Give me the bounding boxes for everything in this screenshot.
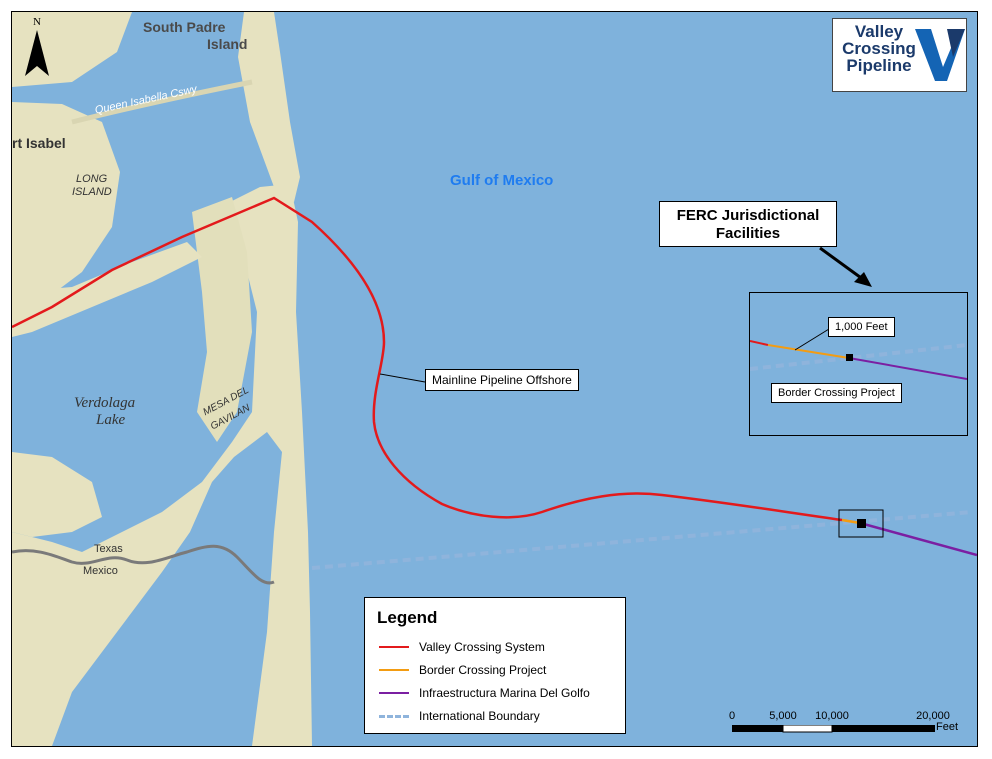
label-verdolaga-1: Verdolaga <box>74 395 136 411</box>
inset-marina-del-golfo <box>848 357 967 380</box>
mainline-leader <box>379 373 426 383</box>
logo-v-mark-icon <box>915 29 965 81</box>
logo-text: Valley Crossing Pipeline <box>841 23 917 74</box>
label-verdolaga-2: Lake <box>96 412 126 428</box>
mainline-callout: Mainline Pipeline Offshore <box>425 369 579 391</box>
inset-boundary <box>750 343 967 371</box>
legend-item-valley-crossing: Valley Crossing System <box>379 639 545 655</box>
legend-label-international-boundary: International Boundary <box>419 709 540 723</box>
inset-crossing-marker <box>846 354 853 361</box>
scale-tick-10000: 10,000 <box>815 710 849 722</box>
legend-label-border-crossing: Border Crossing Project <box>419 663 547 677</box>
valley-crossing-logo: Valley Crossing Pipeline <box>832 18 967 92</box>
label-gulf-of-mexico: Gulf of Mexico <box>450 172 554 189</box>
inset-map-lines <box>750 328 967 380</box>
ferc-line-1: FERC Jurisdictional <box>676 207 820 224</box>
legend-label-valley-crossing: Valley Crossing System <box>419 640 545 654</box>
north-letter: N <box>33 16 41 28</box>
legend-item-international-boundary: International Boundary <box>379 708 540 724</box>
marina-del-golfo-line <box>859 521 977 557</box>
ferc-callout: FERC Jurisdictional Facilities <box>659 201 837 247</box>
land-port-isabel <box>12 102 120 312</box>
ferc-arrow-head <box>854 272 872 287</box>
inset-border-crossing <box>767 344 850 359</box>
logo-line-2: Crossing <box>842 39 916 58</box>
inset-extent-box <box>838 509 884 538</box>
north-arrow-icon <box>25 30 49 76</box>
legend-swatch-valley-crossing <box>379 646 409 648</box>
border-crossing-callout: Border Crossing Project <box>771 383 902 403</box>
land-mesa-del-gavilan <box>192 197 252 442</box>
legend: Legend Valley Crossing System Border Cro… <box>364 597 626 734</box>
land-mexico-sw <box>12 452 102 537</box>
north-arrow: N <box>22 16 52 76</box>
label-texas: Texas <box>94 543 123 555</box>
land-south-padre <box>238 12 300 202</box>
crossing-point-marker <box>857 519 866 528</box>
legend-swatch-border-crossing <box>379 669 409 671</box>
scale-bar: 0 5,000 10,000 20,000 Feet <box>728 710 968 740</box>
scale-tick-0: 0 <box>728 710 736 722</box>
inset-feet-leader <box>794 328 830 351</box>
land-channel <box>12 242 202 337</box>
ferc-arrow-line <box>819 246 865 282</box>
legend-swatch-international-boundary <box>379 714 409 718</box>
valley-crossing-line <box>12 196 843 522</box>
scale-tick-5000: 5,000 <box>769 710 797 722</box>
feet-1000-callout: 1,000 Feet <box>828 317 895 337</box>
label-south-padre-1: South Padre <box>143 19 226 35</box>
label-mexico: Mexico <box>83 565 118 577</box>
land-brazos-island <box>12 184 312 746</box>
legend-item-border-crossing: Border Crossing Project <box>379 662 546 678</box>
inset-map: 1,000 Feet Border Crossing Project <box>749 292 968 436</box>
legend-label-marina-del-golfo: Infraestructura Marina Del Golfo <box>419 686 590 700</box>
rio-grande <box>12 544 275 585</box>
inset-valley-crossing <box>750 340 769 346</box>
map-frame: N Valley Crossing Pipeline South Padre I… <box>11 11 978 747</box>
label-long-island-2: ISLAND <box>72 186 112 198</box>
logo-line-3: Pipeline <box>846 56 912 75</box>
causeway <box>71 79 253 125</box>
logo-line-1: Valley <box>854 22 904 41</box>
legend-swatch-marina-del-golfo <box>379 692 409 694</box>
legend-title: Legend <box>377 608 438 627</box>
label-port-isabel: rt Isabel <box>12 135 66 151</box>
label-south-padre-2: Island <box>207 36 248 52</box>
ferc-line-2: Facilities <box>715 225 781 242</box>
label-long-island-1: LONG <box>76 173 108 185</box>
scale-unit: Feet <box>936 721 959 733</box>
scale-bar-graphic <box>732 725 935 733</box>
scale-tick-20000: 20,000 <box>916 710 950 722</box>
legend-item-marina-del-golfo: Infraestructura Marina Del Golfo <box>379 685 590 701</box>
